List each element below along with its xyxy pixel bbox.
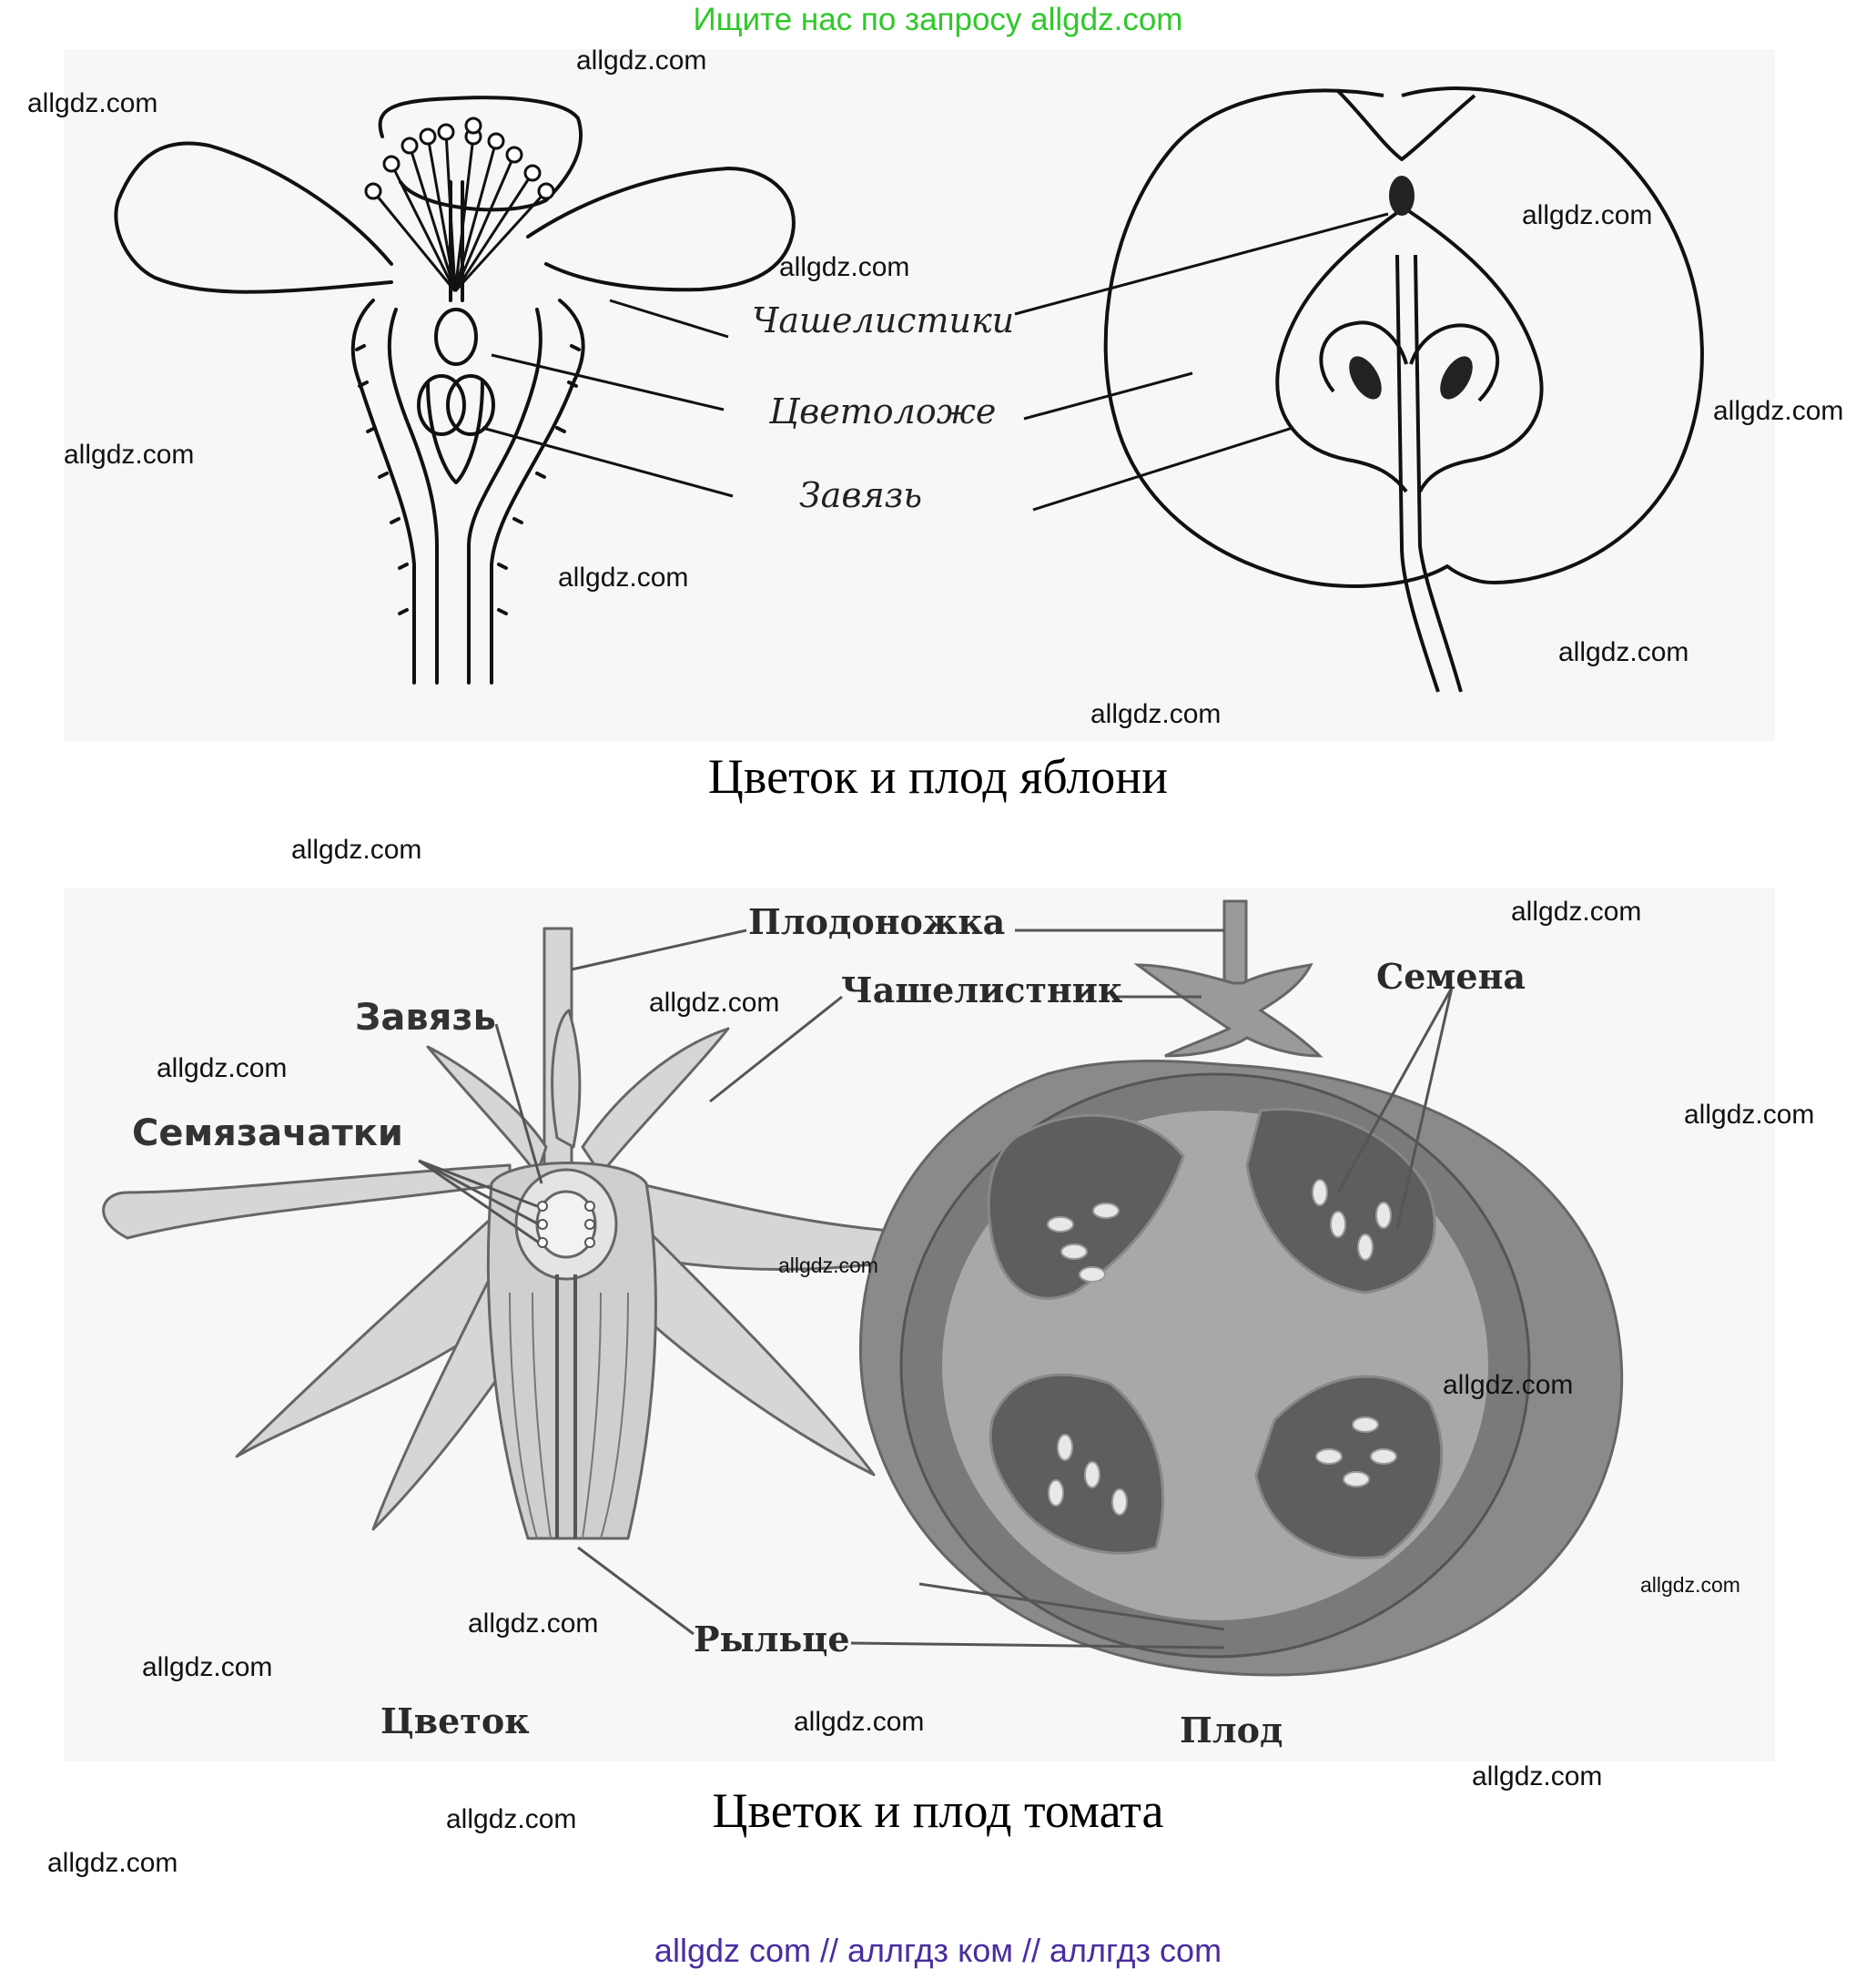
tomato-caption: Цветок и плод томата [712,1783,1164,1838]
watermark: allgdz.com [1443,1370,1574,1400]
watermark: allgdz.com [446,1804,577,1834]
watermark: allgdz.com [47,1848,178,1878]
watermark: allgdz.com [1472,1761,1603,1791]
apple-flower-drawing [114,96,796,685]
watermark: allgdz.com [64,440,195,470]
watermark: allgdz.com [1684,1100,1815,1130]
watermark: allgdz.com [779,252,910,282]
watermark: allgdz.com [468,1609,599,1639]
watermark: allgdz.com [27,88,158,118]
label-fruit: Плод [1180,1710,1283,1751]
label-sepal: Чашелистник [841,969,1123,1010]
label-receptacle: Цветоложе [769,391,997,431]
watermark: allgdz.com [291,835,422,865]
watermark: allgdz.com [1511,897,1642,927]
watermark: allgdz.com [1522,200,1653,230]
label-sepals: Чашелистики [752,300,1015,340]
label-ovary-apple: Завязь [799,475,923,515]
apple-fruit-drawing [1014,86,1704,693]
watermark: allgdz.com [794,1707,925,1737]
bottom-banner: allgdz com // аллгдз ком // аллгдз com [654,1932,1222,1969]
watermark: allgdz.com [1558,637,1689,667]
label-stalk: Плодоножка [748,901,1006,942]
watermark: allgdz.com [558,563,689,593]
label-stigma: Рыльце [694,1619,850,1659]
watermark: allgdz.com [649,988,780,1018]
apple-caption: Цветок и плод яблони [707,749,1169,804]
label-ovary-tomato: Завязь [355,997,496,1039]
label-ovules: Семязачатки [132,1112,403,1154]
label-flower: Цветок [380,1700,530,1741]
watermark: allgdz.com [576,46,707,76]
label-seeds: Семена [1376,956,1526,997]
watermark: allgdz.com [1713,396,1844,426]
watermark: allgdz.com [1640,1573,1740,1597]
apple-diagram-panel [64,49,1775,741]
top-banner: Ищите нас по запросу allgdz.com [693,2,1183,37]
watermark: allgdz.com [1090,699,1222,729]
watermark: allgdz.com [778,1253,878,1277]
watermark: allgdz.com [142,1652,273,1682]
watermark: allgdz.com [157,1053,288,1083]
